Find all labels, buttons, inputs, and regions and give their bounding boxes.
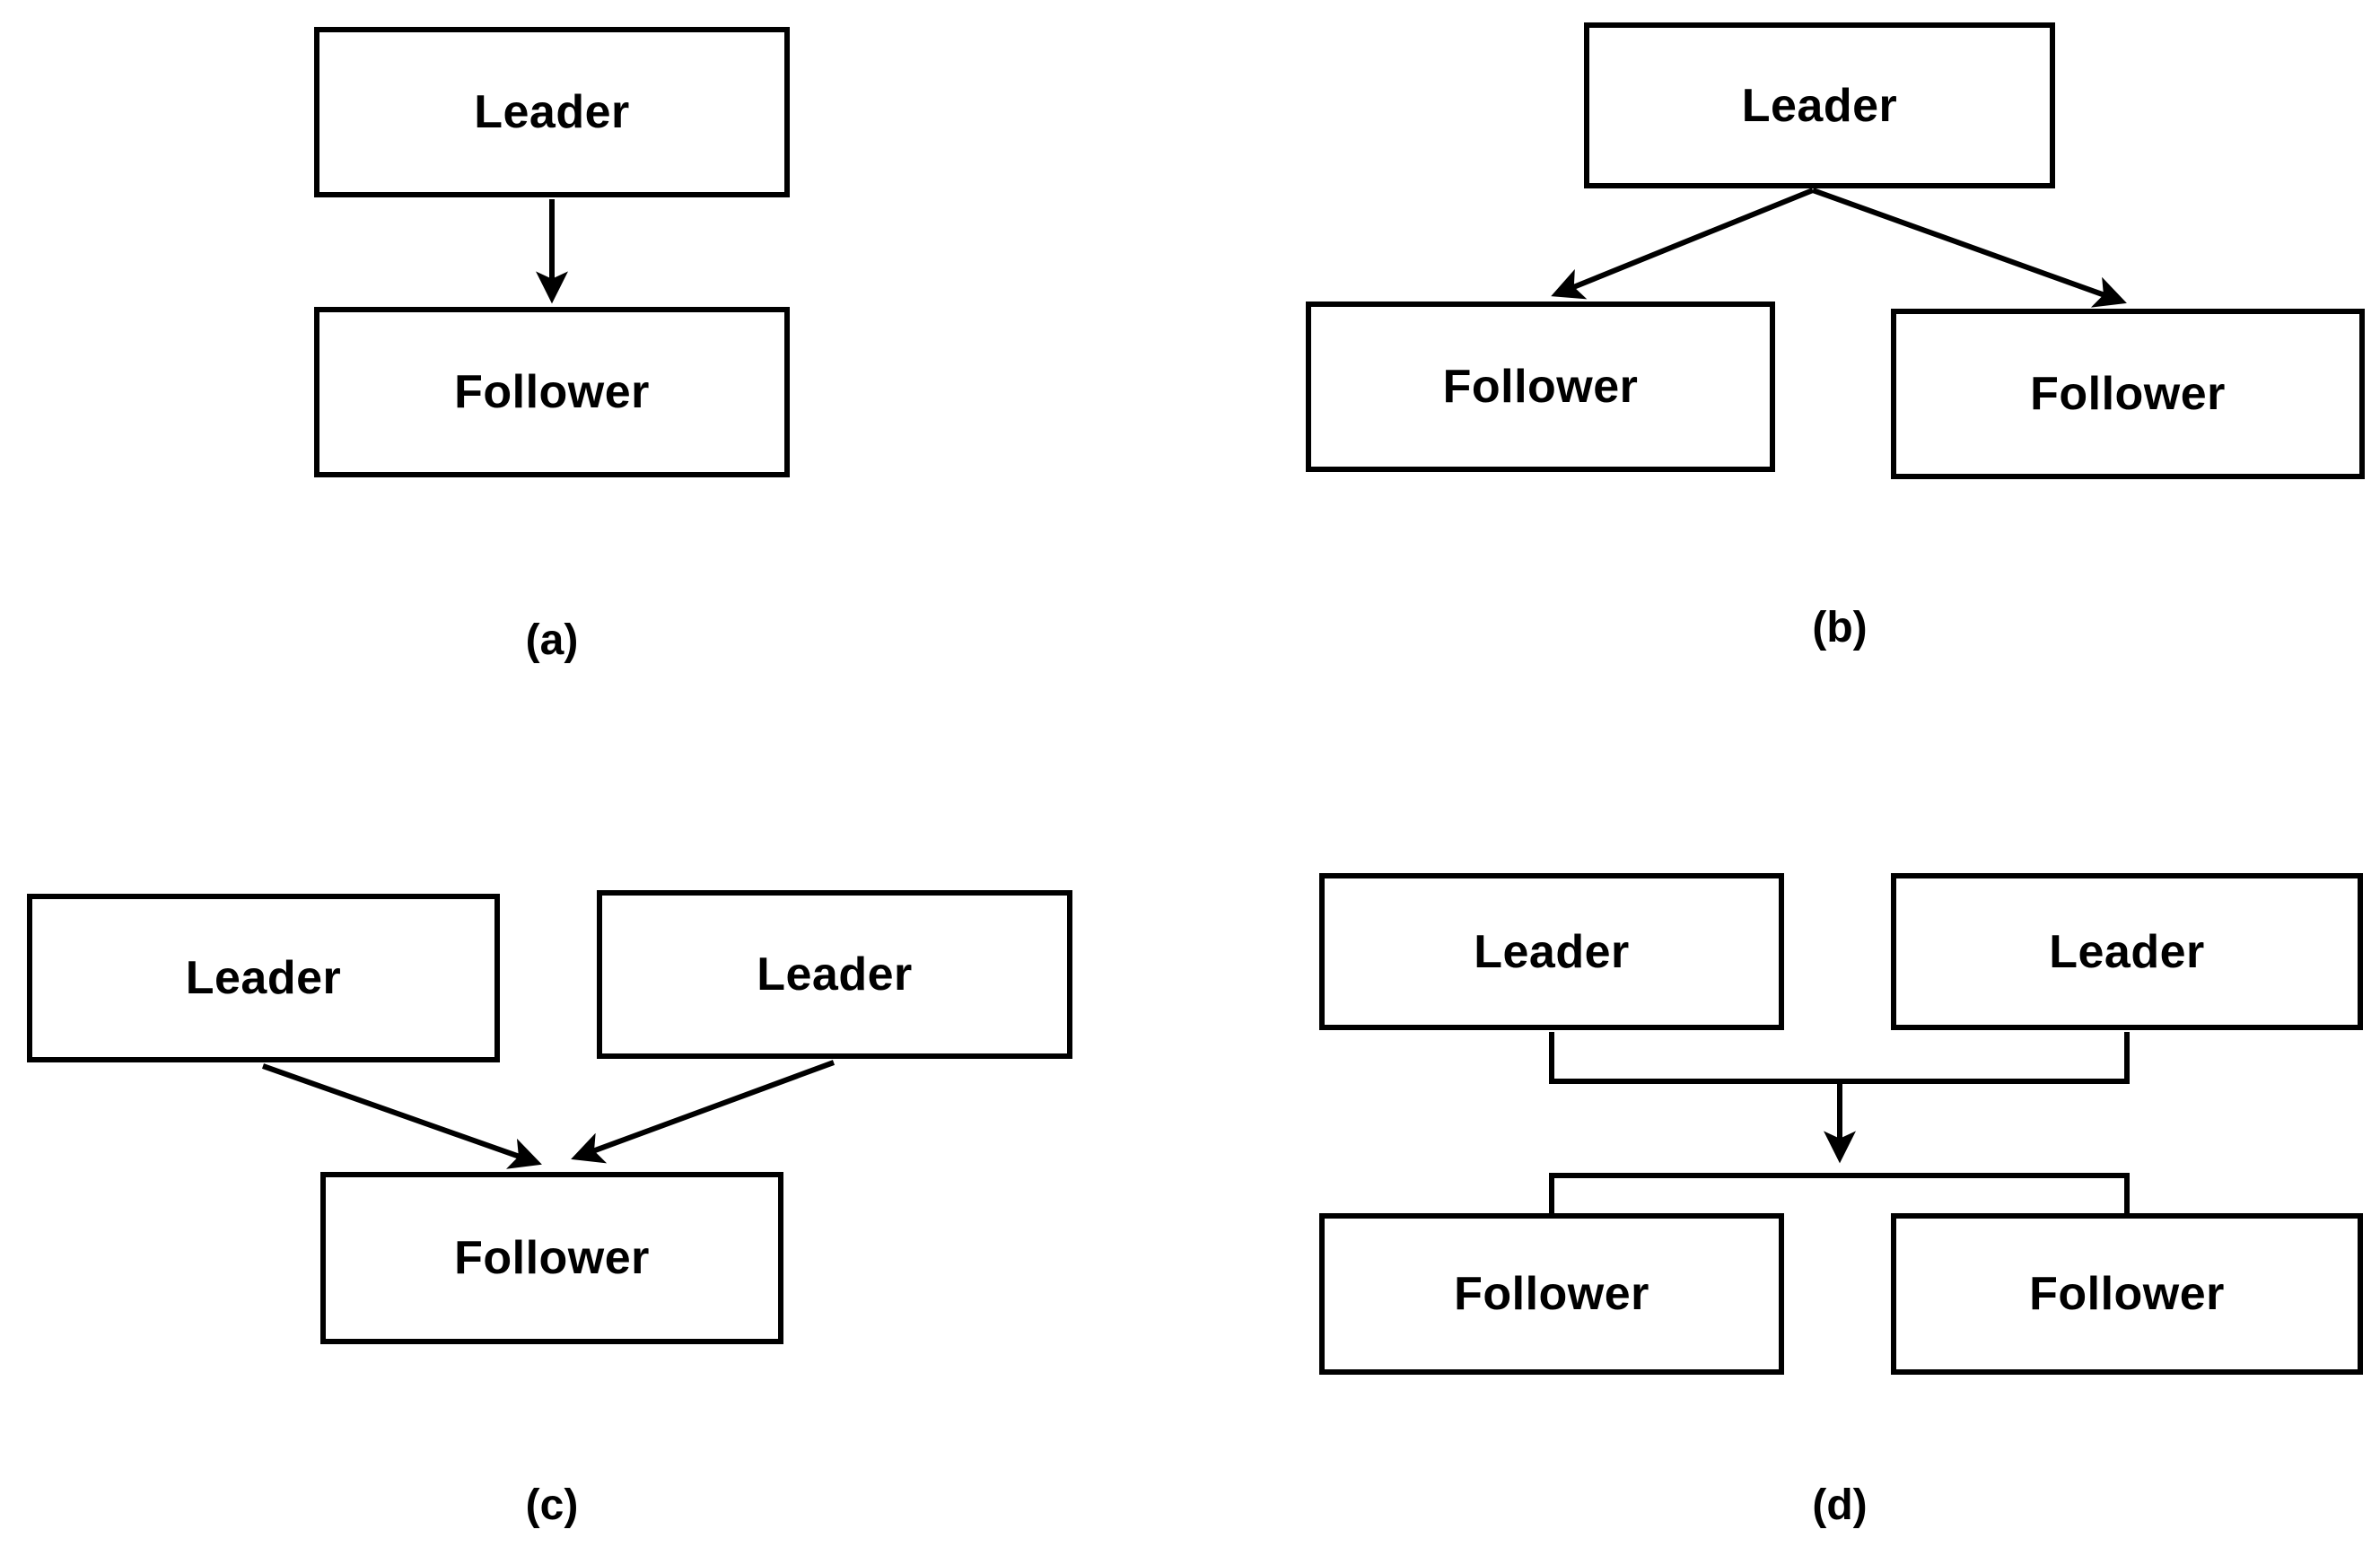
panel-a-follower-box: Follower — [314, 307, 790, 477]
panel-d-caption: (d) — [1812, 1481, 1868, 1529]
arrow-b-leader-to-follower-right — [1811, 188, 2127, 308]
follower-label: Follower — [2030, 368, 2226, 420]
panel-c-connectors — [262, 1060, 836, 1169]
panel-b-follower-left-box: Follower — [1306, 302, 1775, 472]
panel-a-leader-box: Leader — [314, 27, 790, 197]
leader-label: Leader — [474, 86, 630, 138]
panel-b-connectors — [1551, 188, 2127, 308]
follower-label: Follower — [454, 1232, 650, 1284]
panel-d-leader-right-box: Leader — [1891, 873, 2363, 1030]
panel-c-leader-left-box: Leader — [27, 894, 500, 1062]
leader-label: Leader — [757, 948, 913, 1001]
follower-label: Follower — [1442, 361, 1639, 413]
panel-c-caption: (c) — [525, 1481, 579, 1529]
panel-d-follower-right-box: Follower — [1891, 1213, 2363, 1375]
leader-label: Leader — [2049, 925, 2205, 978]
panel-d-leader-left-box: Leader — [1319, 873, 1784, 1030]
follower-label: Follower — [2029, 1268, 2225, 1320]
leader-label: Leader — [1741, 79, 1898, 132]
arrow-c-leader-left-to-follower — [262, 1063, 542, 1169]
panel-b-leader-box: Leader — [1584, 22, 2055, 188]
arrow-b-leader-to-follower-left — [1551, 188, 1815, 300]
panel-d-follower-left-box: Follower — [1319, 1213, 1784, 1375]
follower-label: Follower — [1454, 1268, 1649, 1320]
panel-b-caption: (b) — [1812, 604, 1868, 651]
leader-label: Leader — [1474, 925, 1630, 978]
panel-b-follower-right-box: Follower — [1891, 309, 2365, 479]
leader-label: Leader — [185, 952, 342, 1004]
panel-a-caption: (a) — [525, 616, 579, 664]
panel-c-leader-right-box: Leader — [597, 890, 1072, 1059]
panel-c-follower-box: Follower — [320, 1172, 783, 1344]
follower-label: Follower — [454, 366, 650, 418]
panel-d-connectors — [1549, 1032, 2130, 1215]
arrow-c-leader-right-to-follower — [571, 1060, 836, 1164]
